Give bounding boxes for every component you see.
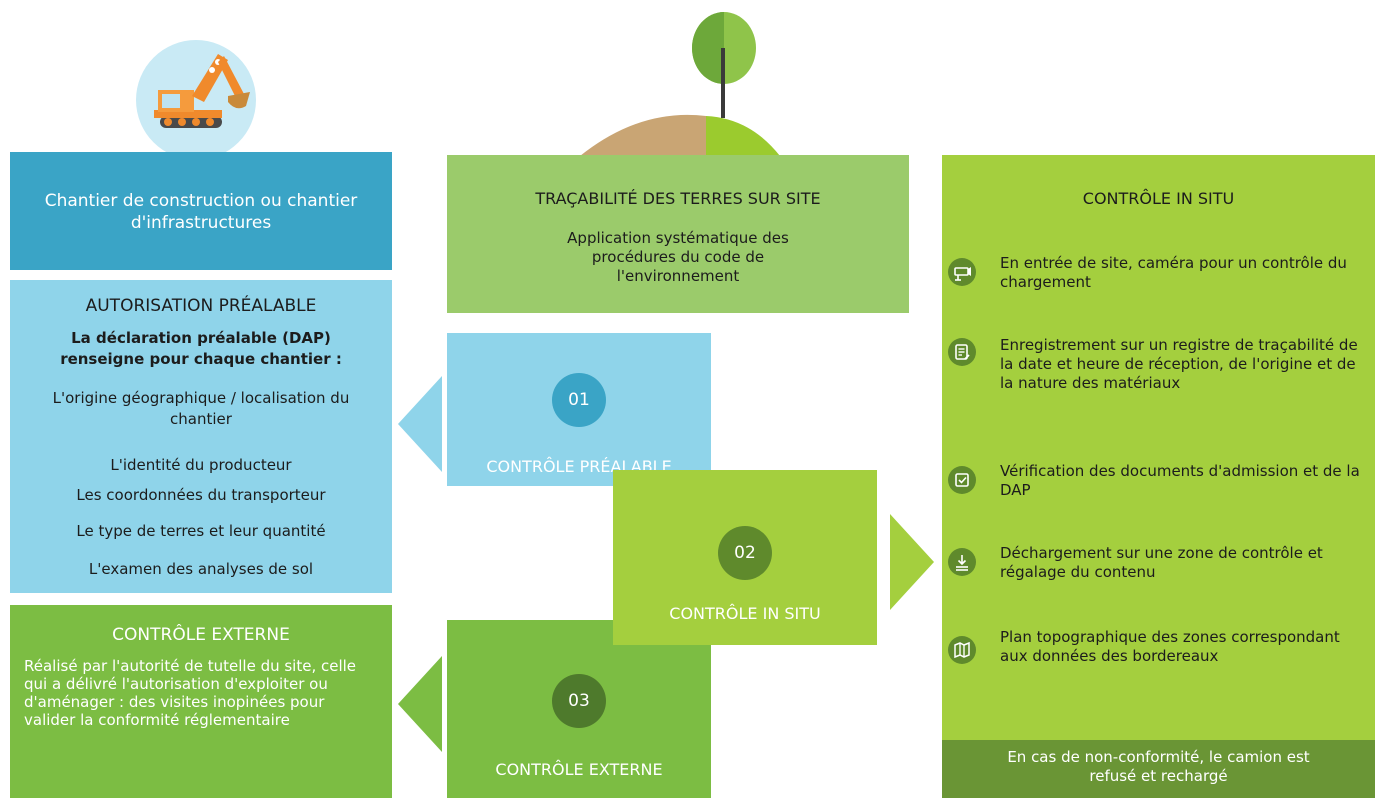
insitu-heading: CONTRÔLE IN SITU bbox=[1082, 189, 1235, 208]
autorisation-item: Le type de terres et leur quantité bbox=[76, 522, 326, 540]
autorisation-item: Les coordonnées du transporteur bbox=[76, 486, 326, 504]
autorisation-intro: La déclaration préalable (DAP) renseigne… bbox=[60, 329, 342, 368]
tracabilite-text: Application systématique des procédures … bbox=[567, 229, 789, 285]
externe-box: CONTRÔLE EXTERNE Réalisé par l'autorité … bbox=[10, 605, 392, 798]
step-number: 01 bbox=[552, 373, 606, 427]
insitu-item-text: En entrée de site, caméra pour un contrô… bbox=[1000, 254, 1347, 291]
arrow-left-1 bbox=[398, 376, 442, 472]
chantier-box: Chantier de construction ou chantier d'i… bbox=[10, 152, 392, 270]
autorisation-heading: AUTORISATION PRÉALABLE bbox=[85, 296, 317, 316]
tree-illustration bbox=[580, 12, 780, 156]
step-2-box: 02 CONTRÔLE IN SITU bbox=[613, 470, 877, 645]
externe-heading: CONTRÔLE EXTERNE bbox=[112, 625, 290, 645]
map-icon bbox=[948, 636, 976, 664]
insitu-item-text: Déchargement sur une zone de contrôle et… bbox=[1000, 544, 1323, 581]
insitu-box: CONTRÔLE IN SITU bbox=[942, 155, 1375, 798]
autorisation-item: L'origine géographique / localisation du… bbox=[52, 389, 350, 428]
insitu-footer: En cas de non-conformité, le camion est … bbox=[942, 740, 1375, 798]
arrow-right-2 bbox=[890, 514, 934, 610]
download-icon bbox=[948, 548, 976, 576]
step-3-box: 03 CONTRÔLE EXTERNE bbox=[447, 620, 711, 798]
checkbox-icon bbox=[948, 466, 976, 494]
step-number: 02 bbox=[718, 526, 772, 580]
step-label: CONTRÔLE EXTERNE bbox=[495, 760, 663, 779]
insitu-item-text: Enregistrement sur un registre de traçab… bbox=[1000, 336, 1358, 392]
camera-icon bbox=[948, 258, 976, 286]
document-edit-icon bbox=[948, 338, 976, 366]
autorisation-item: L'identité du producteur bbox=[110, 456, 292, 474]
arrow-left-3 bbox=[398, 656, 442, 752]
step-number: 03 bbox=[552, 674, 606, 728]
autorisation-box: AUTORISATION PRÉALABLE La déclaration pr… bbox=[10, 280, 392, 593]
tracabilite-heading: TRAÇABILITÉ DES TERRES SUR SITE bbox=[535, 189, 821, 208]
step-label: CONTRÔLE IN SITU bbox=[669, 604, 821, 623]
excavator-illustration bbox=[136, 40, 256, 160]
step-1-box: 01 CONTRÔLE PRÉALABLE bbox=[447, 333, 711, 486]
insitu-item-text: Plan topographique des zones corresponda… bbox=[1000, 628, 1340, 665]
tracabilite-box: TRAÇABILITÉ DES TERRES SUR SITE Applicat… bbox=[447, 155, 909, 313]
insitu-item-text: Vérification des documents d'admission e… bbox=[1000, 462, 1360, 499]
insitu-footer-text: En cas de non-conformité, le camion est … bbox=[1007, 748, 1310, 785]
chantier-title: Chantier de construction ou chantier d'i… bbox=[44, 191, 358, 233]
autorisation-item: L'examen des analyses de sol bbox=[88, 560, 314, 578]
externe-text: Réalisé par l'autorité de tutelle du sit… bbox=[24, 657, 357, 729]
